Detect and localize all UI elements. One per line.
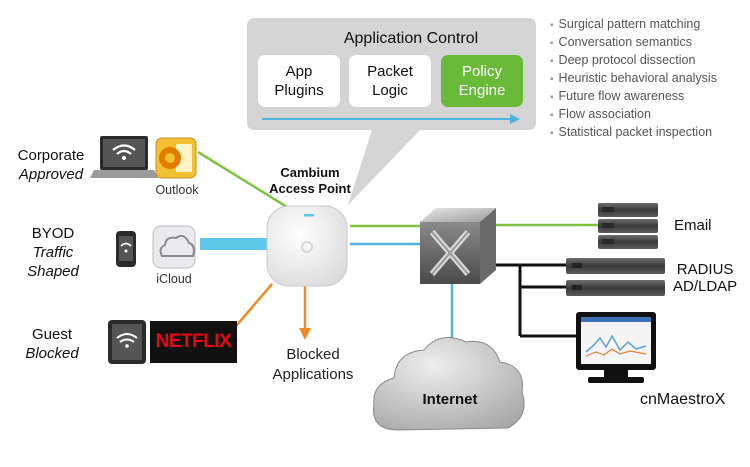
feature-list: Surgical pattern matching Conversation s… [550,16,717,142]
app-plugins-line2: Plugins [274,82,324,99]
outlook-icon [155,137,197,179]
packet-logic-line2: Logic [372,82,408,99]
byod-name: BYOD [31,225,75,242]
access-point-line2: Access Point [269,181,351,196]
cnmaestrox-label: cnMaestroX [640,391,726,408]
arrow-down-icon [299,328,311,340]
switch-icon [420,208,496,284]
feature-item: Deep protocol dissection [550,52,717,70]
radius-line: RADIUS [676,261,734,278]
icloud-caption: iCloud [156,272,192,286]
radius-label: RADIUS AD/LDAP [673,261,737,295]
server-icon [598,203,658,249]
blocked-link [235,283,273,327]
byod-label: BYOD Traffic Shaped [8,224,98,281]
laptop-wifi-icon [90,136,158,178]
icloud-icon [152,225,196,269]
outlook-caption: Outlook [155,183,199,197]
access-point-label: Cambium Access Point [262,165,358,197]
corporate-name: Corporate [17,147,85,164]
blocked-line1: Blocked [286,346,340,363]
phone-wifi-icon [116,231,136,267]
packet-logic-line1: Packet [367,63,413,80]
blocked-line2: Applications [272,366,354,383]
arrow-right-icon [510,114,520,124]
feature-item: Surgical pattern matching [550,16,717,34]
server-icon [566,258,665,296]
feature-item: Statistical packet inspection [550,124,717,142]
monitor-icon [576,312,656,383]
policy-engine-line2: Engine [458,82,506,99]
tablet-wifi-icon [108,320,146,364]
guest-name: Guest [31,326,73,343]
feature-item: Flow association [550,106,717,124]
netflix-logo: NETFLIX [150,321,237,363]
byod-status-line2: Shaped [27,263,79,280]
guest-status: Blocked [25,345,79,362]
corporate-status: Approved [18,166,84,183]
feature-item: Future flow awareness [550,88,717,106]
app-plugins-line1: App [285,63,313,80]
byod-status-line1: Traffic [32,244,74,261]
access-point-line1: Cambium [280,165,340,180]
guest-label: Guest Blocked [8,325,96,363]
approved-link [197,150,301,217]
access-point-device [266,205,348,287]
app-control-title: Application Control [343,30,479,47]
cloud-icon [373,337,525,431]
feature-item: Conversation semantics [550,34,717,52]
shaped-link [200,238,272,250]
ad-ldap-line: AD/LDAP [673,278,738,295]
corporate-label: Corporate Approved [4,146,98,184]
policy-engine-line1: Policy [461,63,502,80]
blocked-applications-label: Blocked Applications [268,345,358,385]
email-label: Email [674,217,712,234]
feature-item: Heuristic behavioral analysis [550,70,717,88]
internet-label: Internet [422,391,478,408]
